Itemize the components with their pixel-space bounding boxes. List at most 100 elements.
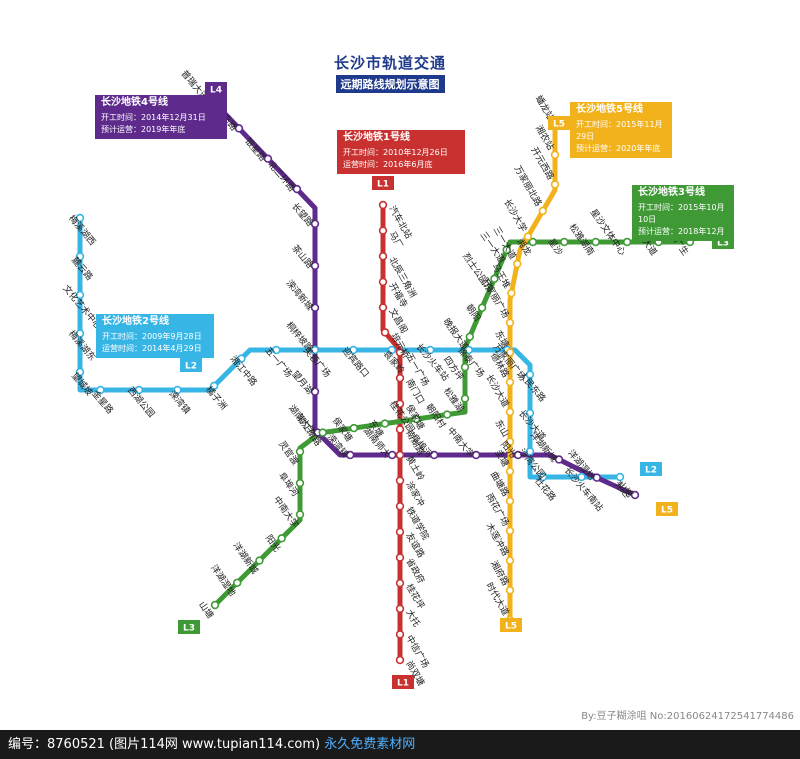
station-node[interactable] [277,534,286,543]
station-node[interactable] [75,213,85,223]
station-node[interactable] [502,245,511,255]
station-node[interactable] [310,303,320,312]
station-node[interactable] [134,385,144,395]
station-node[interactable] [490,274,499,284]
station-node[interactable] [75,329,85,338]
station-node[interactable] [395,578,405,588]
station-node[interactable] [380,419,390,428]
station-node[interactable] [426,345,435,355]
station-node[interactable] [505,556,515,565]
card-l1-name: 长沙地铁1号线 [337,130,465,146]
station-node[interactable] [550,150,560,159]
station-node[interactable] [591,237,600,247]
station-node[interactable] [272,345,281,355]
station-node[interactable] [513,450,523,460]
line-tag-l1 [392,675,414,689]
station-node[interactable] [234,124,244,133]
station-node[interactable] [75,290,85,300]
station-node[interactable] [538,472,548,482]
station-node[interactable] [411,414,421,424]
station-node[interactable] [395,348,405,357]
station-node[interactable] [75,252,85,261]
station-node[interactable] [550,180,560,189]
station-node[interactable] [464,345,473,355]
station-node[interactable] [349,423,359,433]
station-node[interactable] [318,428,327,437]
line-tag-label: L5 [661,506,673,516]
station-node[interactable] [395,655,405,665]
station-node[interactable] [255,556,264,565]
station-node[interactable] [525,370,535,379]
station-node[interactable] [523,232,533,241]
station-node[interactable] [538,206,548,216]
station-node[interactable] [346,450,355,460]
station-node[interactable] [505,407,515,417]
station-node[interactable] [429,450,439,460]
station-node[interactable] [395,476,405,485]
station-node[interactable] [310,261,320,270]
station-node[interactable] [577,472,586,482]
station-node[interactable] [460,362,470,372]
station-node[interactable] [380,328,390,337]
station-node[interactable] [395,527,405,537]
station-node[interactable] [505,377,515,387]
station-node[interactable] [378,226,388,235]
station-node[interactable] [615,472,625,482]
station-node[interactable] [505,467,515,476]
footer-text[interactable]: 编号：8760521 (图片114网 www.tupian114.com) [8,737,321,752]
station-node[interactable] [505,437,515,446]
station-node[interactable] [471,450,481,460]
station-node[interactable] [395,425,405,434]
station-node[interactable] [292,184,302,194]
station-node[interactable] [233,578,242,587]
station-node[interactable] [505,496,515,506]
station-node[interactable] [310,219,320,228]
station-node[interactable] [310,387,320,396]
station-node[interactable] [460,394,470,403]
station-node[interactable] [592,473,601,482]
station-node[interactable] [395,553,405,562]
station-node[interactable] [209,381,219,391]
station-node[interactable] [630,490,640,500]
station-node[interactable] [505,586,515,595]
station-node[interactable] [395,630,405,639]
station-node[interactable] [310,345,320,355]
station-node[interactable] [622,237,632,247]
line-tag-l2 [640,462,662,476]
station-node[interactable] [477,303,487,312]
station-node[interactable] [505,318,515,327]
station-node[interactable] [395,502,405,511]
station-node[interactable] [378,277,388,287]
station-node[interactable] [442,410,452,419]
station-node[interactable] [505,348,515,357]
station-node[interactable] [395,373,405,383]
station-node[interactable] [75,367,85,377]
station-node[interactable] [349,345,358,355]
station-node[interactable] [560,237,569,247]
station-node[interactable] [395,604,405,613]
station-node[interactable] [513,259,522,269]
station-node[interactable] [507,288,516,298]
station-node[interactable] [295,478,305,488]
station-node[interactable] [295,447,305,456]
station-node[interactable] [525,408,535,418]
station-node[interactable] [378,200,388,210]
station-node[interactable] [263,154,273,163]
station-node[interactable] [210,600,220,610]
station-node[interactable] [528,237,538,247]
station-node[interactable] [173,385,182,395]
footer-free-link[interactable]: 永久免费素材网 [324,737,416,752]
station-node[interactable] [378,303,388,312]
station-node[interactable] [395,450,405,460]
station-node[interactable] [554,455,564,464]
station-node[interactable] [525,447,535,456]
station-node[interactable] [387,345,397,355]
station-node[interactable] [295,510,305,519]
station-node[interactable] [387,450,397,460]
station-node[interactable] [465,332,475,341]
station-node[interactable] [96,385,105,395]
station-node[interactable] [505,526,515,536]
station-node[interactable] [378,252,388,261]
station-node[interactable] [395,399,405,408]
station-node[interactable] [237,354,246,363]
